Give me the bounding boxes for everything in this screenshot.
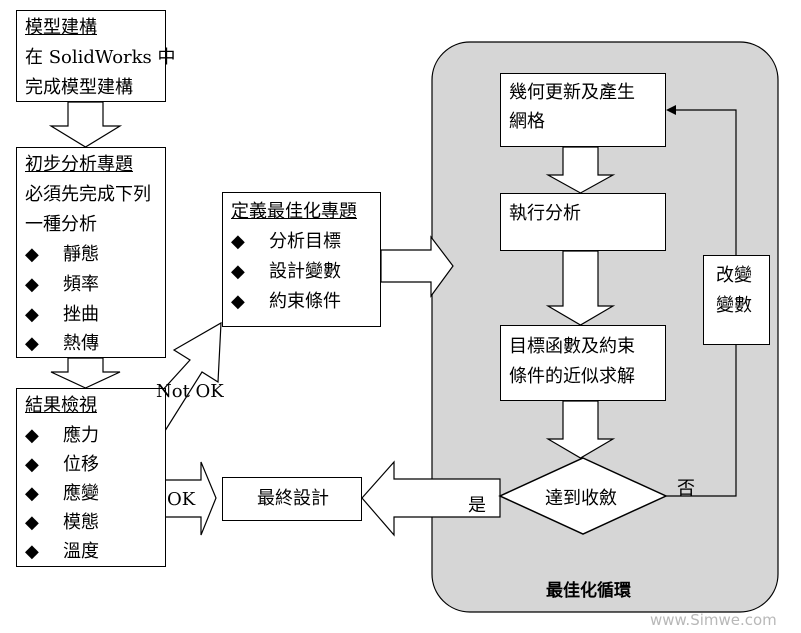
- result-item: ◆位移: [25, 450, 99, 480]
- bullet-icon: ◆: [25, 274, 39, 295]
- yes-label: 是: [468, 495, 486, 516]
- define-item: ◆設計變數: [231, 257, 341, 287]
- model-box-line-2: 完成模型建構: [25, 77, 133, 98]
- arrow-approx-to-decision: [545, 400, 616, 459]
- bullet-icon: ◆: [25, 304, 39, 325]
- geometry-line-2: 網格: [509, 111, 545, 132]
- arrow-exec-to-approx: [545, 250, 616, 326]
- result-item: ◆溫度: [25, 537, 99, 567]
- bullet-icon: ◆: [25, 512, 39, 533]
- bullet-icon: ◆: [25, 333, 39, 354]
- model-box-title: 模型建構: [25, 17, 97, 38]
- initial-box-line-2: 一種分析: [25, 214, 97, 235]
- arrow-yes-to-final: [361, 460, 501, 537]
- initial-item: ◆熱傳: [25, 329, 99, 359]
- arrow-model-to-initial: [48, 101, 123, 148]
- initial-item: ◆靜態: [25, 240, 99, 270]
- change-variables-box: 改變 變數: [703, 255, 770, 345]
- approximation-line-2: 條件的近似求解: [509, 366, 635, 387]
- result-review-box: 結果檢視 ◆應力 ◆位移 ◆應變 ◆模態 ◆溫度: [16, 388, 166, 567]
- model-box-line-1: 在 SolidWorks 中: [25, 47, 176, 68]
- initial-analysis-box: 初步分析專題 必須先完成下列 一種分析 ◆靜態 ◆頻率 ◆挫曲 ◆熱傳: [16, 147, 166, 358]
- initial-item: ◆頻率: [25, 270, 99, 300]
- initial-box-title: 初步分析專題: [25, 154, 133, 175]
- bullet-icon: ◆: [231, 291, 245, 312]
- bullet-icon: ◆: [25, 244, 39, 265]
- execute-analysis-label: 執行分析: [509, 203, 581, 224]
- define-item: ◆約束條件: [231, 287, 341, 317]
- geometry-line-1: 幾何更新及產生: [509, 82, 635, 103]
- arrow-define-to-loop: [380, 235, 454, 298]
- define-optimization-box: 定義最佳化專題 ◆分析目標 ◆設計變數 ◆約束條件: [222, 192, 381, 327]
- no-label: 否: [677, 478, 695, 499]
- bullet-icon: ◆: [231, 231, 245, 252]
- feedback-arrowhead: [666, 105, 676, 115]
- bullet-icon: ◆: [25, 483, 39, 504]
- bullet-icon: ◆: [25, 541, 39, 562]
- decision-diamond: [498, 457, 668, 535]
- change-line-2: 變數: [716, 295, 752, 316]
- define-box-title: 定義最佳化專題: [231, 201, 357, 222]
- initial-item: ◆挫曲: [25, 300, 99, 330]
- arrow-geom-to-exec: [545, 146, 616, 194]
- not-ok-label: Not OK: [156, 381, 224, 402]
- bullet-icon: ◆: [25, 454, 39, 475]
- result-item: ◆模態: [25, 508, 99, 538]
- bullet-icon: ◆: [231, 261, 245, 282]
- initial-box-line-1: 必須先完成下列: [25, 184, 151, 205]
- decision-label: 達到收斂: [545, 488, 617, 509]
- final-design-label: 最終設計: [257, 488, 329, 509]
- final-design-box: 最終設計: [222, 477, 362, 521]
- arrow-initial-to-results: [50, 357, 121, 389]
- result-item: ◆應力: [25, 421, 99, 451]
- approximation-line-1: 目標函數及約束: [509, 336, 635, 357]
- execute-analysis-box: 執行分析: [500, 193, 666, 251]
- model-box: 模型建構 在 SolidWorks 中 完成模型建構: [16, 10, 176, 102]
- optimization-loop-label: 最佳化循環: [546, 581, 631, 601]
- result-item: ◆應變: [25, 479, 99, 509]
- result-box-title: 結果檢視: [25, 395, 97, 416]
- define-item: ◆分析目標: [231, 227, 341, 257]
- ok-label: OK: [167, 489, 196, 510]
- watermark: www.Simwe.com: [650, 611, 777, 629]
- change-line-1: 改變: [716, 265, 752, 286]
- geometry-update-box: 幾何更新及產生 網格: [500, 73, 666, 147]
- approximation-box: 目標函數及約束 條件的近似求解: [500, 325, 666, 401]
- bullet-icon: ◆: [25, 425, 39, 446]
